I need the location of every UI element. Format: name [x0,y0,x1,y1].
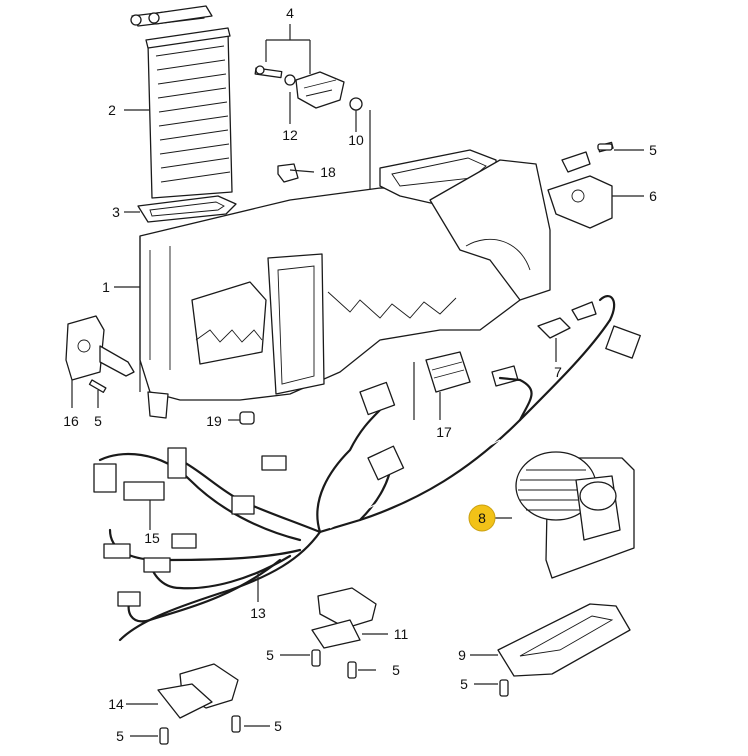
highlight-badge [468,504,496,532]
callout-6: 6 [649,188,657,204]
harness-connector [167,447,187,479]
screw [311,649,321,667]
blower-motor [515,451,635,579]
callout-15: 15 [144,530,160,546]
callout-3: 3 [112,204,120,220]
callout-5: 5 [94,413,102,429]
callout-5: 5 [266,647,274,663]
callout-5: 5 [460,676,468,692]
leader-lines [71,24,644,737]
harness-connector [367,445,405,481]
screw-16 [88,379,107,393]
o-ring [349,97,363,111]
sensor [537,301,597,339]
cover [497,603,631,677]
callout-14: 14 [108,696,124,712]
control-unit [311,587,377,649]
callout-1: 1 [102,279,110,295]
actuator-right [547,141,614,229]
callout-9: 9 [458,647,466,663]
harness-connector [359,381,396,416]
harness-connector [261,455,287,471]
callout-11: 11 [394,626,409,642]
callout-5: 5 [392,662,400,678]
callout-17: 17 [436,424,452,440]
screw [231,715,241,733]
callout-18: 18 [320,164,336,180]
screw [159,727,169,745]
harness-connector [605,325,641,359]
harness-connector [143,557,171,573]
screw [499,679,509,697]
callout-10: 10 [348,132,364,148]
callout-13: 13 [250,605,266,621]
plug [239,411,255,425]
callout-5: 5 [274,718,282,734]
harness-connector [171,533,197,549]
clip [277,163,299,183]
callout-19: 19 [206,413,222,429]
callout-5: 5 [116,728,124,744]
harness-connector [123,481,165,501]
callout-2: 2 [108,102,116,118]
harness-connector [103,543,131,559]
harness-connector [117,591,141,607]
callout-12: 12 [282,127,298,143]
connector-17 [425,351,471,393]
control-unit-bottom [157,663,239,719]
callout-5: 5 [649,142,657,158]
harness-connector [93,463,117,493]
screw [597,143,613,151]
harness-connector [231,495,255,515]
hvac-housing [139,149,551,419]
actuator-left [65,315,135,381]
screw [347,661,357,679]
callout-16: 16 [63,413,79,429]
callout-7: 7 [554,364,562,380]
callout-4: 4 [286,5,294,21]
bracket-assembly [254,65,345,109]
callout-8: 8 [478,510,486,526]
heater-core [130,5,233,199]
